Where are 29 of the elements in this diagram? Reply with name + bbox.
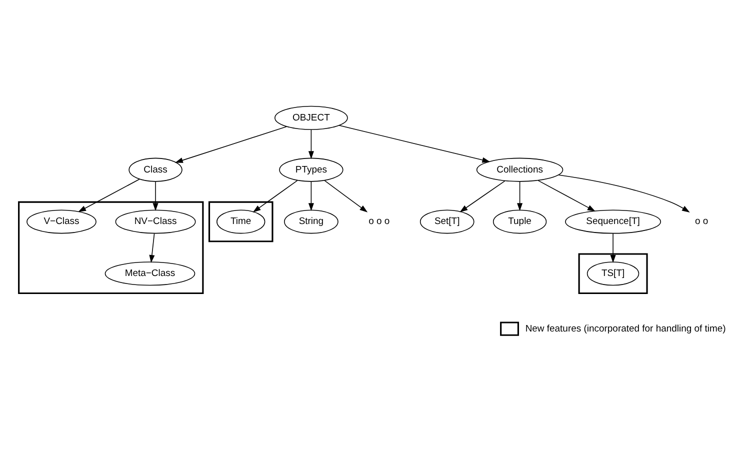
arrow <box>174 126 287 163</box>
node-ellipse: PTypes <box>279 158 344 182</box>
node-ellipse: Time <box>216 210 266 234</box>
node-ellipse: Sequence[T] <box>565 210 662 234</box>
arrow <box>324 180 368 212</box>
node-ellipse: OBJECT <box>274 106 348 130</box>
arrow <box>149 233 155 263</box>
node-ellipse: String <box>284 210 338 234</box>
arrow <box>338 125 490 163</box>
arrow <box>252 180 298 212</box>
arrow <box>610 233 616 263</box>
arrow <box>78 178 140 212</box>
arrow <box>538 180 596 212</box>
cluster <box>208 201 274 242</box>
node-ellipse: Meta−Class <box>104 262 196 286</box>
node-ellipse: V−Class <box>26 210 96 234</box>
arrow <box>308 181 314 211</box>
legend-label: New features (incorporated for handling of time) <box>525 323 726 334</box>
node-ellipse: TS[T] <box>586 262 640 286</box>
node-text: o o <box>694 216 708 228</box>
arrow <box>517 181 523 211</box>
arrow <box>308 129 314 160</box>
arrow <box>558 174 690 212</box>
node-ellipse: Set[T] <box>420 210 474 234</box>
node-ellipse: NV−Class <box>115 210 196 234</box>
arrow <box>152 181 158 211</box>
node-text: o o o <box>368 216 390 228</box>
node-ellipse: Tuple <box>492 210 547 234</box>
arrow <box>460 180 506 212</box>
